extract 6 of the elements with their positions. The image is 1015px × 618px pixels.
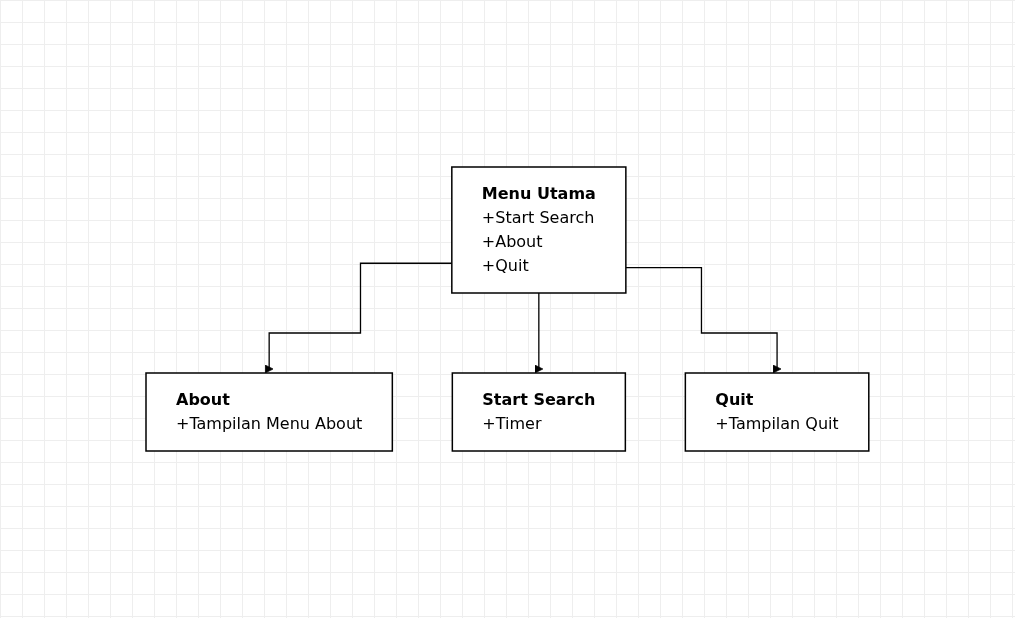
arrow — [625, 266, 782, 374]
node-box: Quit +Tampilan Quit — [684, 372, 870, 452]
node-box: Menu Utama +Start Search +About +Quit — [451, 166, 627, 294]
arrow — [534, 292, 544, 374]
node-box: Start Search +Timer — [451, 372, 627, 452]
node-box: About +Tampilan Menu About — [145, 372, 394, 452]
